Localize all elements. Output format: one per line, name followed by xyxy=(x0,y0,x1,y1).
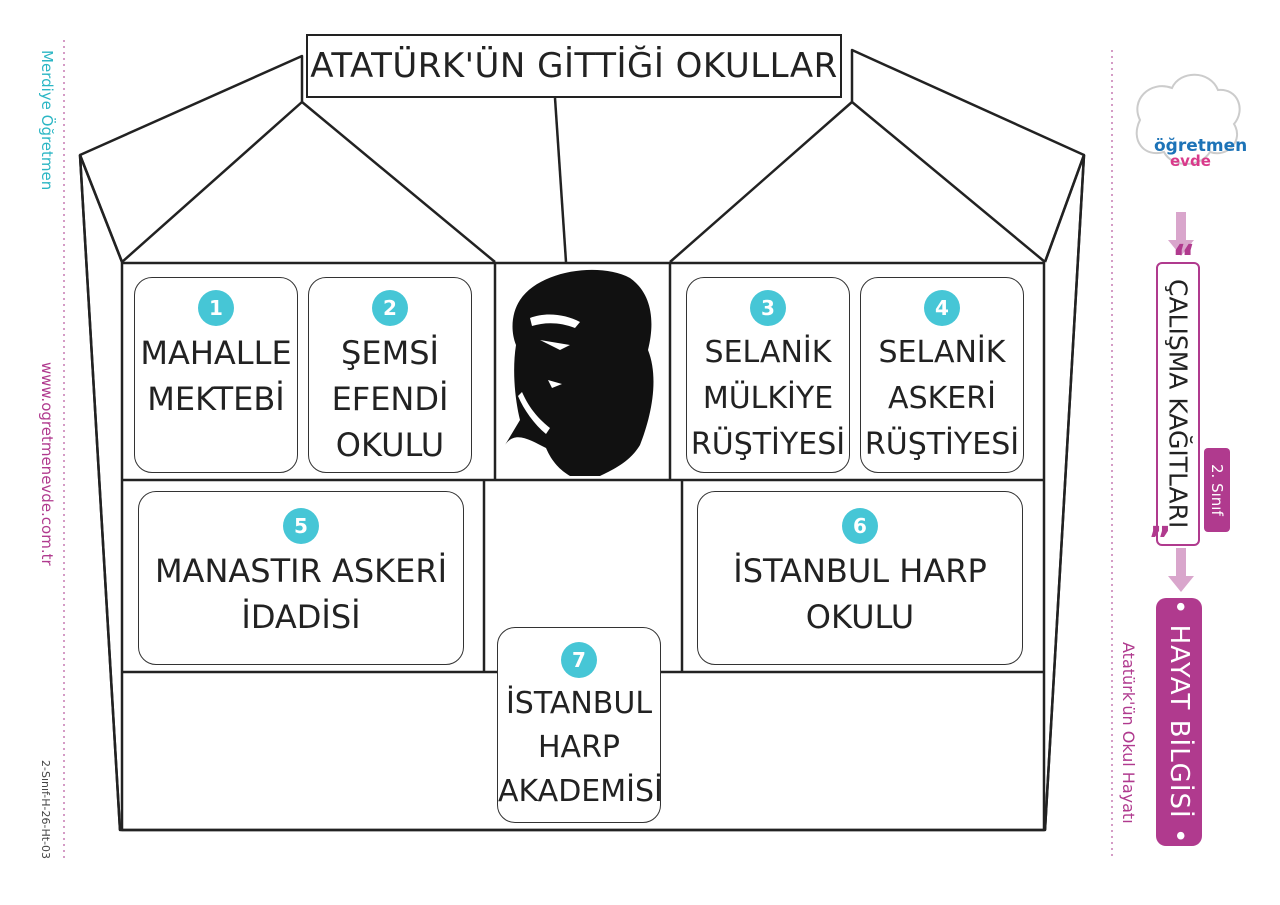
grade-badge: 2. Sınıf xyxy=(1204,448,1230,532)
school-card-5: 5 MANASTIR ASKERİ İDADİSİ xyxy=(138,491,464,665)
logo-text: öğretmen xyxy=(1154,136,1248,156)
series-label: ÇALIŞMA KAĞITLARI xyxy=(1156,262,1200,546)
number-badge: 3 xyxy=(750,290,786,326)
number-badge: 7 xyxy=(561,642,597,678)
number-badge: 1 xyxy=(198,290,234,326)
school-card-1: 1 MAHALLE MEKTEBİ xyxy=(134,277,298,473)
teacher-credit: Merdiye Öğretmen xyxy=(38,50,56,191)
school-name: ŞEMSİ EFENDİ OKULU xyxy=(331,334,449,464)
logo-cloud xyxy=(1135,73,1241,165)
open-quote-icon: “ xyxy=(1172,238,1196,279)
school-card-6: 6 İSTANBUL HARP OKULU xyxy=(697,491,1023,665)
subject-label: • HAYAT BİLGİSİ • xyxy=(1156,598,1202,846)
ataturk-portrait xyxy=(505,269,654,476)
school-name: MAHALLE MEKTEBİ xyxy=(140,334,292,418)
close-quote-icon: ” xyxy=(1148,520,1172,561)
school-name: SELANİK MÜLKİYE RÜŞTİYESİ xyxy=(690,335,846,462)
topic-label: Atatürk'ün Okul Hayatı xyxy=(1119,642,1138,824)
page-title: ATATÜRK'ÜN GİTTİĞİ OKULLAR xyxy=(306,34,842,98)
number-badge: 6 xyxy=(842,508,878,544)
number-badge: 5 xyxy=(283,508,319,544)
school-card-2: 2 ŞEMSİ EFENDİ OKULU xyxy=(308,277,472,473)
school-card-4: 4 SELANİK ASKERİ RÜŞTİYESİ xyxy=(860,277,1024,473)
school-card-7: 7 İSTANBUL HARP AKADEMİSİ xyxy=(497,627,663,823)
school-name: MANASTIR ASKERİ İDADİSİ xyxy=(154,552,448,636)
school-name: İSTANBUL HARP OKULU xyxy=(733,552,987,636)
school-name: SELANİK ASKERİ RÜŞTİYESİ xyxy=(864,335,1020,462)
school-card-3: 3 SELANİK MÜLKİYE RÜŞTİYESİ xyxy=(686,277,850,473)
number-badge: 2 xyxy=(372,290,408,326)
website-credit: www.ogretmenevde.com.tr xyxy=(38,362,56,566)
document-code: 2-Sınıf-H-26-Ht-03 xyxy=(39,760,52,860)
logo-text-secondary: evde xyxy=(1170,152,1211,170)
school-name: İSTANBUL HARP AKADEMİSİ xyxy=(498,686,663,809)
number-badge: 4 xyxy=(924,290,960,326)
